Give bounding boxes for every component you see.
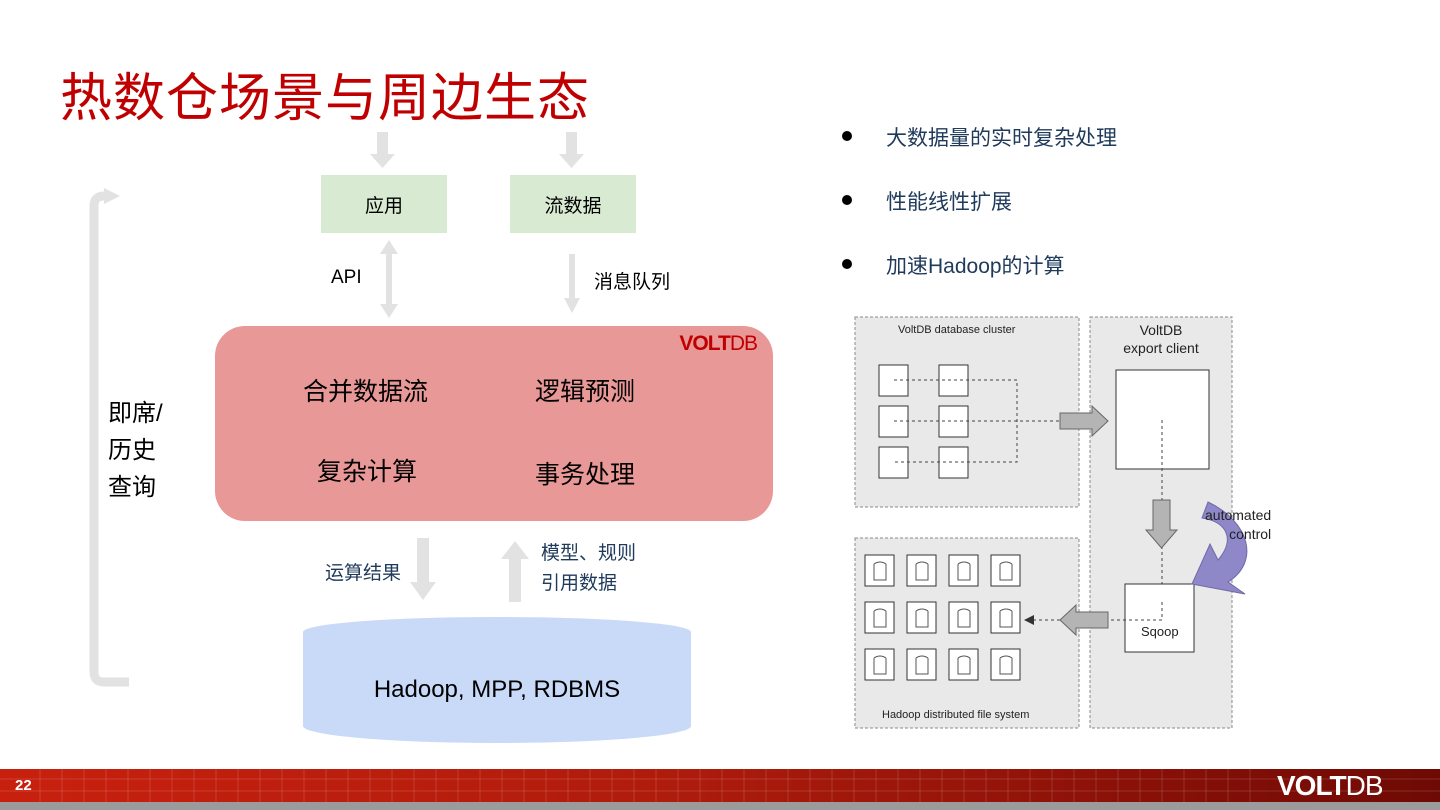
storage-cylinder [303,617,691,743]
bullet-dot-icon [842,195,852,205]
cluster-links [894,379,1060,463]
page-number: 22 [15,777,32,794]
api-label: API [331,267,362,288]
op-transaction: 事务处理 [535,461,636,489]
stream-data-box: 流数据 [510,175,636,233]
footer-strip [0,802,1440,810]
bullet-dot-icon [842,131,852,141]
double-arrow-icon [380,240,398,318]
left-diagram-shapes [89,132,691,743]
op-merge-streams: 合并数据流 [303,378,429,406]
result-label: 运算结果 [325,563,402,584]
query-label: 即席/ 历史 查询 [108,400,163,501]
op-logic-prediction: 逻辑预测 [535,378,636,406]
slide-title: 热数仓场景与周边生态 [60,70,591,128]
export-architecture-diagram [854,316,1248,729]
hdfs-title: Hadoop distributed file system [882,709,1030,721]
app-box: 应用 [321,175,447,233]
automated-control-label: automated control [1205,507,1272,542]
loop-arrow-icon [104,188,120,204]
model-label: 模型、规则 引用数据 [541,543,637,594]
bullet-item: 性能线性扩展 [840,186,1117,250]
loop-bracket [89,191,129,687]
bullet-list: 大数据量的实时复杂处理 性能线性扩展 加速Hadoop的计算 [840,122,1117,314]
footer-voltdb-logo: VOLTDB [1277,770,1383,801]
down-arrow-icon [370,132,584,168]
down-arrow-icon [564,254,580,313]
footer-texture [0,769,1440,802]
right-arrow-icon [1059,404,1109,438]
export-client-title: VoltDB export client [1123,322,1199,356]
voltdb-logo: VOLTDB [679,332,758,355]
storage-label: Hadoop, MPP, RDBMS [373,676,621,703]
sqoop-label: Sqoop [1141,624,1179,639]
queue-label: 消息队列 [594,272,671,293]
bullet-dot-icon [842,259,852,269]
cluster-title: VoltDB database cluster [898,324,1016,336]
down-arrow-icon [410,538,436,600]
arrow-head-icon [1024,615,1034,625]
left-arrow-icon [1059,603,1109,637]
footer-bar: 22 VOLTDB [0,769,1440,802]
sqoop-box [1124,583,1195,653]
op-complex-compute: 复杂计算 [317,458,418,486]
disk-cylinder-icons [873,561,1013,675]
automated-control-arrow-icon [1191,501,1248,595]
up-arrow-icon [501,541,529,602]
hdfs-disks [864,554,1021,681]
down-arrow-icon [1144,499,1179,549]
bullet-item: 大数据量的实时复杂处理 [840,122,1117,186]
export-client-box [1115,369,1210,470]
voltdb-core-box: VOLTDB 合并数据流 逻辑预测 复杂计算 事务处理 [215,326,773,521]
bullet-item: 加速Hadoop的计算 [840,250,1117,314]
